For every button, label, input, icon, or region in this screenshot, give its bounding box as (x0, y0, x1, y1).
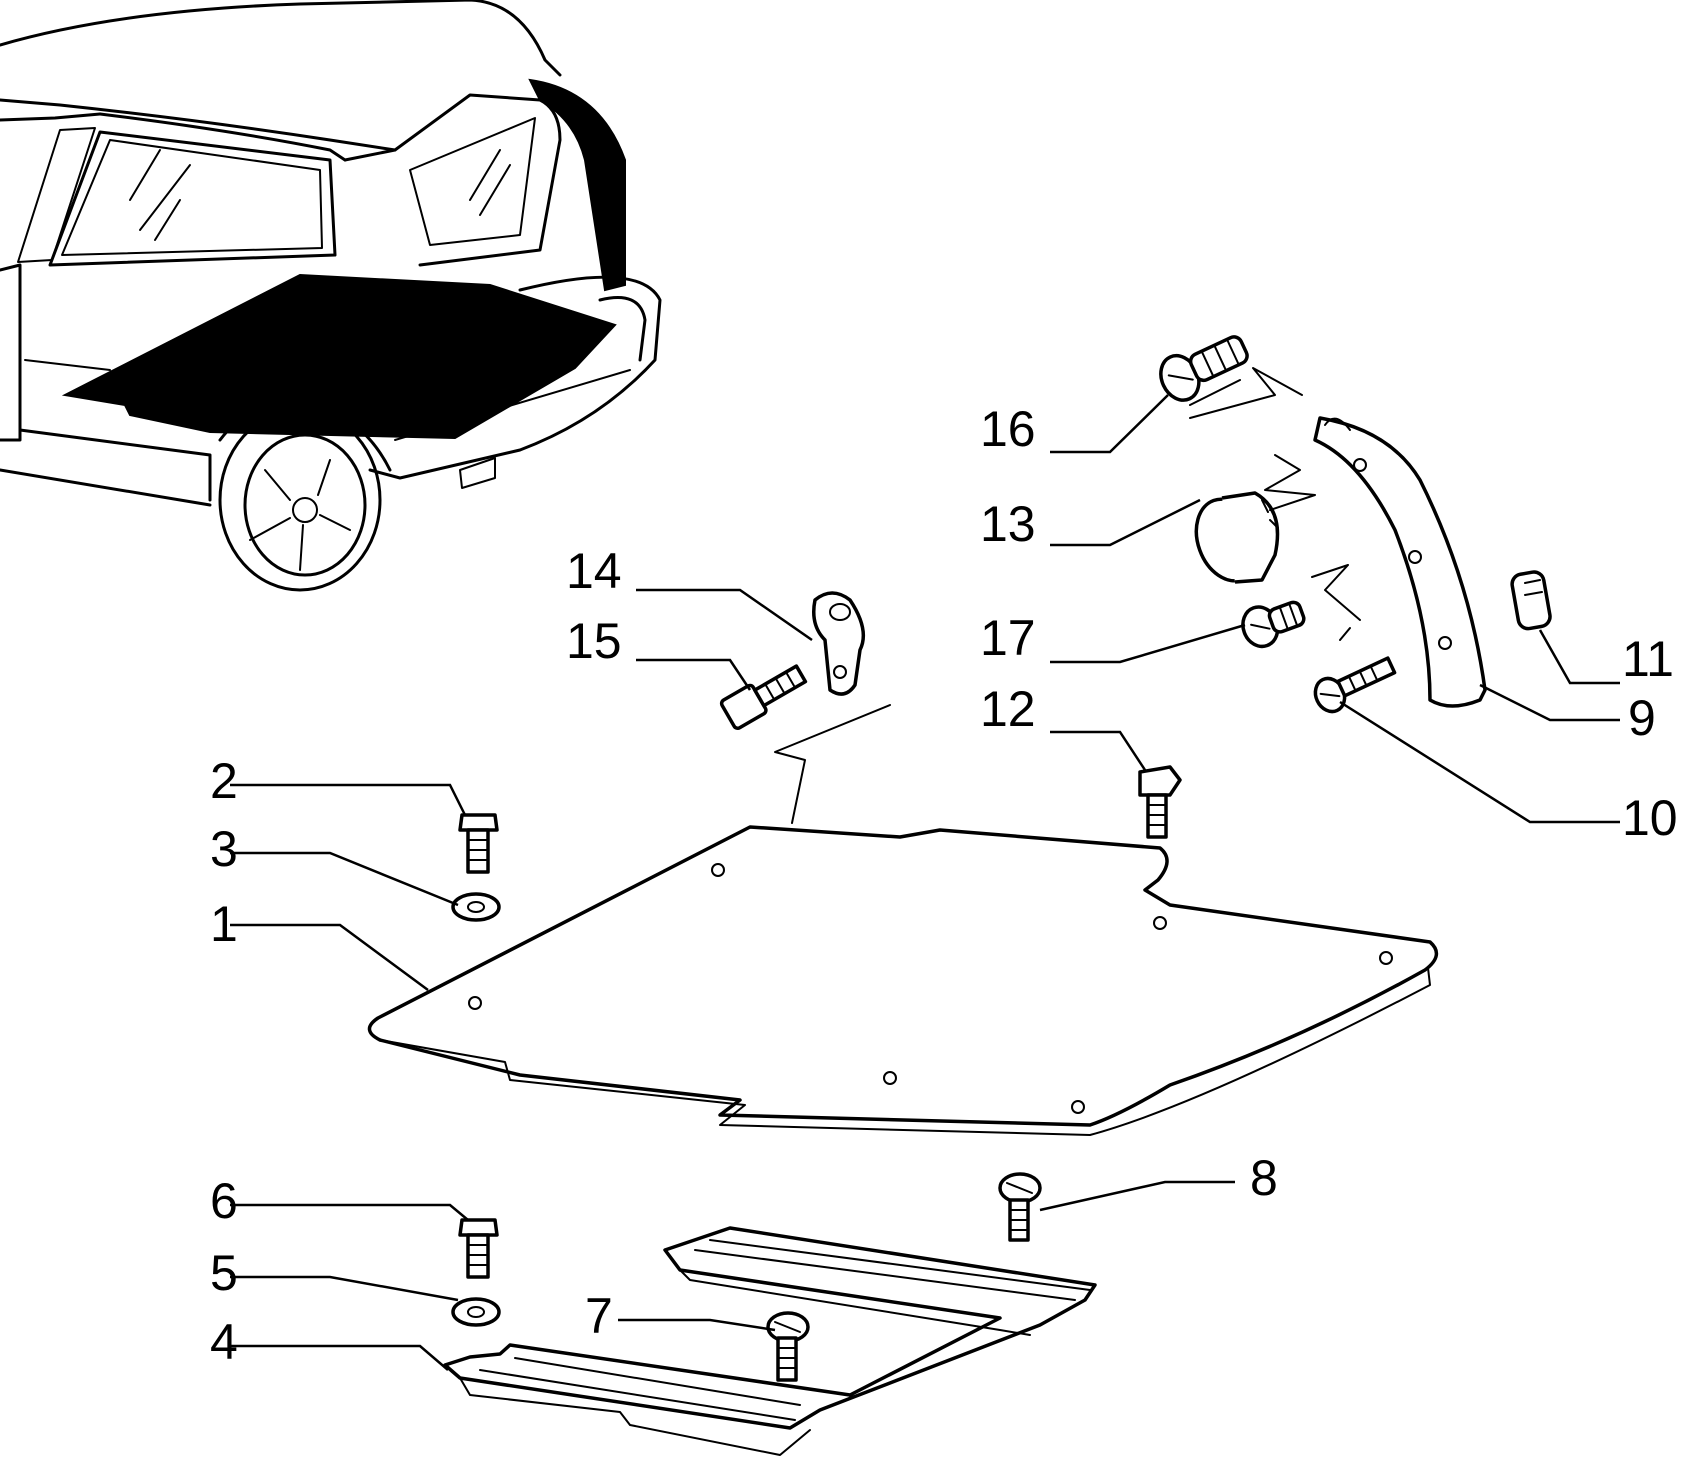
callout-17: 17 (980, 610, 1036, 666)
callout-15: 15 (566, 613, 622, 669)
part-11-clip (1510, 570, 1552, 631)
part-16-clip (1159, 335, 1249, 402)
part-13-cap (1194, 491, 1280, 584)
part-7-screw (766, 1311, 810, 1382)
part-2-bolt (458, 813, 499, 874)
part-8-screw (998, 1172, 1042, 1242)
callout-10: 10 (1622, 790, 1678, 846)
callout-12: 12 (980, 681, 1036, 737)
callout-1: 1 (210, 896, 238, 952)
callout-leader-lines (230, 394, 1620, 1371)
part-3-washer (451, 892, 501, 922)
part-12-bolt (1138, 765, 1182, 839)
assembly-break-marks (774, 367, 1361, 824)
part-9-trim-panel (1313, 416, 1487, 708)
part-4-lower-tray (443, 1226, 1097, 1456)
callout-6: 6 (210, 1173, 238, 1229)
callout-9: 9 (1628, 690, 1656, 746)
callout-14: 14 (566, 543, 622, 599)
part-5-washer (451, 1297, 501, 1327)
callout-11: 11 (1622, 631, 1674, 687)
part-17-clip (1241, 600, 1306, 649)
callout-labels: 1 2 3 4 5 6 7 8 9 10 11 12 13 14 15 16 1… (210, 401, 1678, 1370)
callout-8: 8 (1250, 1150, 1278, 1206)
car-rear-view-illustration (0, 0, 662, 592)
part-1-trunk-mat (367, 825, 1439, 1136)
callout-7: 7 (585, 1288, 613, 1344)
callout-13: 13 (980, 496, 1036, 552)
part-6-bolt (458, 1218, 499, 1279)
callout-3: 3 (210, 821, 238, 877)
callout-5: 5 (210, 1245, 238, 1301)
part-14-hook (812, 591, 866, 696)
part-10-screw (1313, 656, 1397, 714)
callout-4: 4 (210, 1314, 238, 1370)
part-15-bolt (719, 664, 808, 731)
callout-2: 2 (210, 753, 238, 809)
callout-16: 16 (980, 401, 1036, 457)
